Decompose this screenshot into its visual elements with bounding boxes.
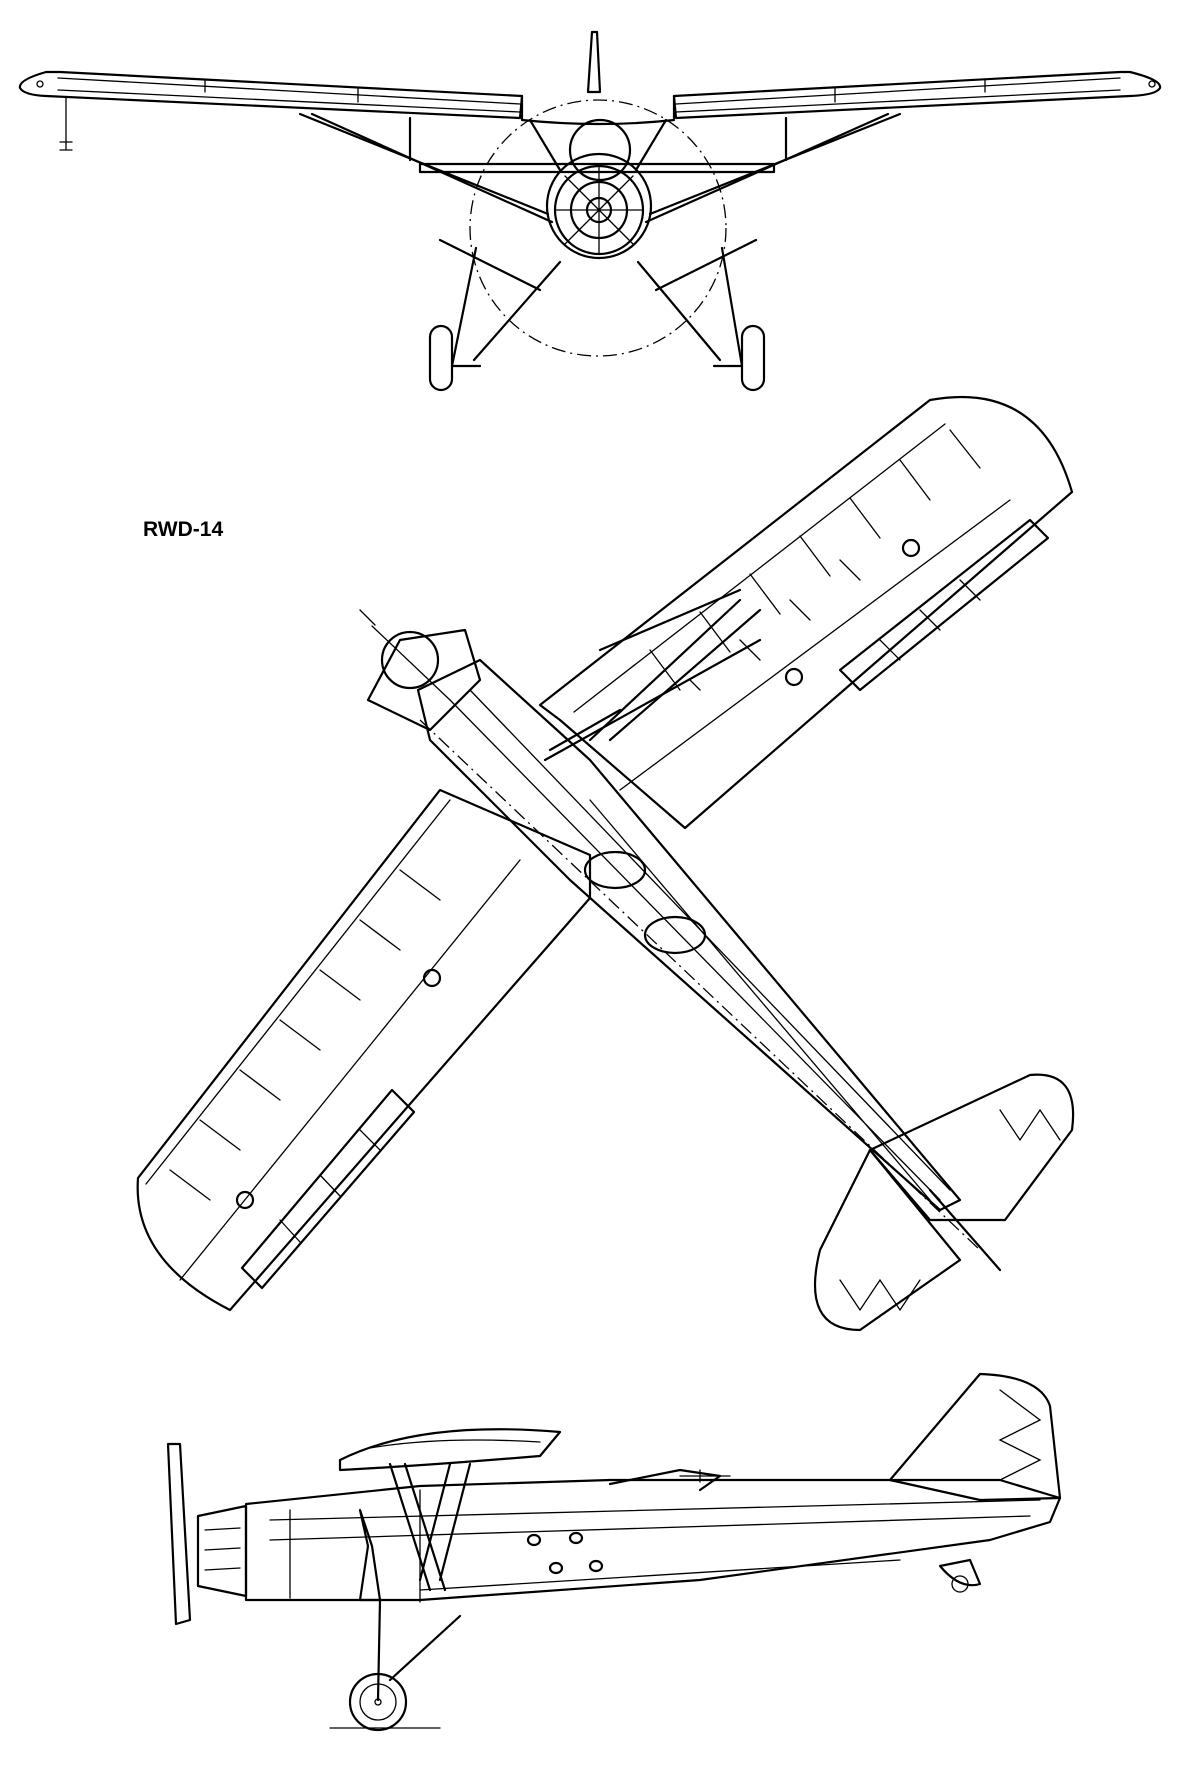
aircraft-label: RWD-14 bbox=[143, 518, 223, 541]
side-view bbox=[166, 1372, 1062, 1732]
plan-view bbox=[136, 395, 1075, 1332]
front-view bbox=[18, 30, 1162, 392]
